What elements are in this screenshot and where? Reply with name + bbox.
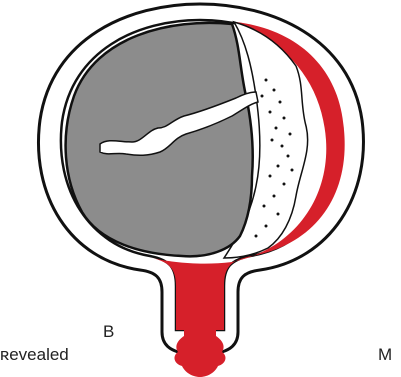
next-figure-caption-cut: M (378, 346, 392, 363)
figure-caption: ʀevealed (0, 346, 69, 363)
figure-letter: B (103, 323, 114, 340)
